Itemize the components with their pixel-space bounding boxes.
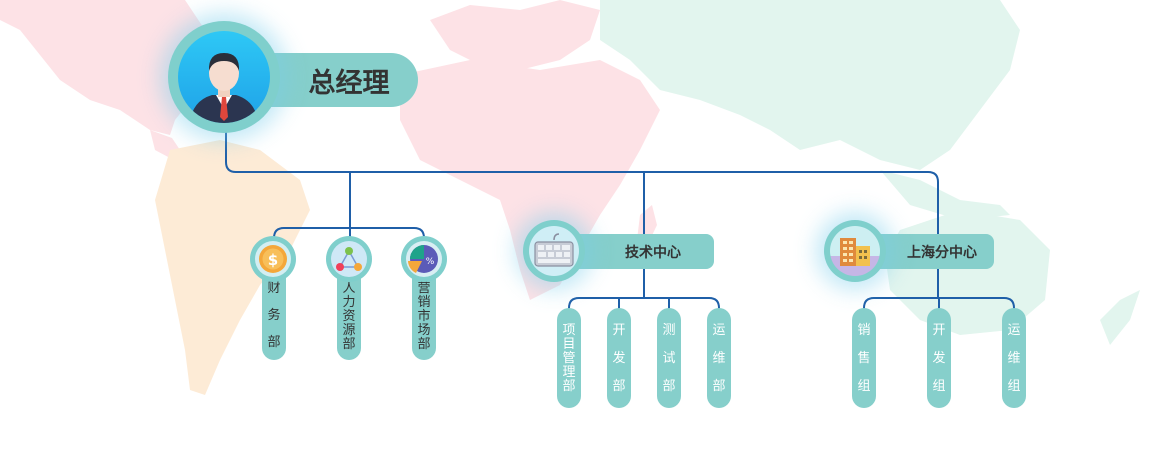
dept-char: 营 (417, 281, 431, 296)
sub-ops-pill: 运 维 部 (707, 308, 731, 408)
connector-tech-bus (568, 297, 720, 313)
dept-char: 资 (342, 309, 356, 324)
dept-hr-ring (326, 236, 372, 282)
dept-char: 务 (267, 308, 281, 323)
sub-char: 组 (857, 379, 871, 394)
sub-char: 测 (662, 323, 676, 338)
sub-sh-dev-pill: 开 发 组 (927, 308, 951, 408)
map-europe (430, 0, 600, 70)
svg-text:%: % (426, 257, 435, 267)
sub-char: 维 (1007, 351, 1021, 366)
connector-root-bus (225, 129, 939, 237)
sub-char: 发 (932, 351, 946, 366)
svg-text:$: $ (268, 251, 278, 269)
sub-char: 开 (932, 323, 946, 338)
map-new-zealand (1100, 290, 1140, 345)
sub-test-pill: 测 试 部 (657, 308, 681, 408)
branch-tech-pill: 技术中心 (562, 234, 714, 269)
sub-char: 销 (857, 323, 871, 338)
dept-char: 部 (342, 337, 356, 352)
sub-sales-pill: 销 售 组 (852, 308, 876, 408)
dept-char: 人 (342, 281, 356, 296)
root-avatar-ring[interactable] (168, 21, 280, 133)
keyboard-icon (529, 226, 579, 276)
dept-char: 场 (417, 323, 431, 338)
dept-char: 源 (342, 323, 356, 338)
sub-char: 维 (712, 351, 726, 366)
dept-char: 销 (417, 295, 431, 310)
dollar-coin-icon: $ (255, 241, 291, 277)
map-north-america (0, 0, 210, 135)
branch-shanghai-title: 上海分中心 (907, 244, 977, 261)
sub-char: 运 (712, 323, 726, 338)
sub-char: 理 (562, 365, 576, 380)
branch-shanghai-ring (824, 220, 886, 282)
map-asia (600, 0, 1020, 170)
sub-char: 运 (1007, 323, 1021, 338)
sub-char: 发 (612, 351, 626, 366)
sub-char: 目 (562, 337, 576, 352)
sub-sh-ops-pill: 运 维 组 (1002, 308, 1026, 408)
dept-char: 部 (267, 335, 281, 350)
sub-char: 组 (932, 379, 946, 394)
sub-char: 部 (712, 379, 726, 394)
sub-pm-pill: 项 目 管 理 部 (557, 308, 581, 408)
map-south-america (155, 140, 310, 395)
sub-char: 开 (612, 323, 626, 338)
sub-char: 管 (562, 351, 576, 366)
network-nodes-icon (331, 241, 367, 277)
branch-tech-ring (523, 220, 585, 282)
sub-char: 售 (857, 351, 871, 366)
map-africa (400, 60, 660, 300)
map-southeast-asia (880, 170, 1010, 220)
dept-marketing-ring: % (401, 236, 447, 282)
root-title: 总经理 (308, 67, 390, 99)
sub-char: 试 (662, 351, 676, 366)
sub-char: 部 (562, 379, 576, 394)
dept-finance-ring: $ (250, 236, 296, 282)
sub-char: 组 (1007, 379, 1021, 394)
office-building-icon (830, 226, 880, 276)
pie-chart-icon: % (406, 241, 442, 277)
sub-char: 部 (662, 379, 676, 394)
branch-tech-title: 技术中心 (625, 244, 681, 261)
dept-char: 市 (417, 309, 431, 324)
sub-char: 项 (562, 323, 576, 338)
dept-char: 力 (342, 295, 356, 310)
businessman-avatar-icon (178, 31, 270, 123)
dept-char: 财 (267, 281, 281, 296)
sub-char: 部 (612, 379, 626, 394)
sub-dev-pill: 开 发 部 (607, 308, 631, 408)
dept-char: 部 (417, 337, 431, 352)
